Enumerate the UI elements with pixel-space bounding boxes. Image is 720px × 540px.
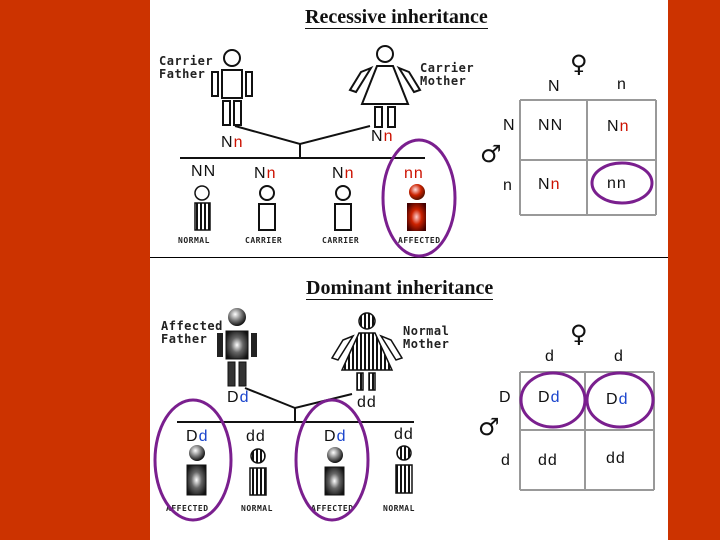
mother-label-line1: Carrier [420,61,475,75]
punnett1-male-header-1: N [503,117,516,134]
recessive-pedigree-lines [180,125,425,159]
dom-child3-genotype: Dd [324,428,347,445]
child2-status: CARRIER [245,236,283,245]
dominant-child-affected-1 [186,445,207,496]
father-genotype: Nn [221,134,244,151]
recessive-title: Recessive inheritance [305,6,488,29]
dom-child1-status: AFFECTED [166,504,209,513]
punnett1-cell-2-1: Nn [538,176,561,193]
punnett2-male-header-1: D [499,389,512,406]
punnett2-cell-1-2: Dd [606,391,629,408]
dom-father-genotype: Dd [227,389,250,406]
punnett1-cell-1-2: Nn [607,118,630,135]
dom-mother-label-line2: Mother [403,337,450,351]
punnett1-female-header-1: N [548,78,561,95]
dominant-title: Dominant inheritance [306,277,494,300]
child3-genotype: Nn [332,165,355,182]
child2-genotype: Nn [254,165,277,182]
dom-father-label-line1: Affected [161,319,223,333]
section-divider [150,257,668,258]
male-symbol-2: ♂ [478,413,500,441]
affected-father-figure [217,308,257,387]
normal-mother-figure [330,312,404,391]
child4-status: AFFECTED [398,236,441,245]
recessive-child-normal [194,185,211,231]
affected-highlight-punnett-1 [590,161,654,205]
punnett2-cell-1-1: Dd [538,389,561,406]
father-label-line1: Carrier [159,54,214,68]
affected-highlight-dominant-1 [153,398,233,522]
punnett2-cell-2-1: dd [538,452,558,469]
dom-child4-status: NORMAL [383,504,415,513]
recessive-child-carrier-2 [334,185,352,231]
child4-genotype: nn [404,165,424,182]
punnett2-male-header-2: d [501,452,511,469]
affected-highlight-recessive [381,138,457,258]
affected-highlight-dominant-2 [294,398,370,522]
dom-child2-genotype: dd [246,428,266,445]
dom-child2-status: NORMAL [241,504,273,513]
punnett1-male-header-2: n [503,177,513,194]
punnett1-female-header-2: n [617,76,627,93]
female-symbol-2: ♀ [570,320,588,348]
carrier-father-figure [211,49,253,126]
carrier-mother-figure [348,45,422,128]
female-symbol-1: ♀ [570,50,588,78]
recessive-child-affected [407,184,426,231]
child1-genotype: NN [191,163,217,180]
affected-highlight-punnett-2 [519,371,587,429]
mother-label-line2: Mother [420,74,467,88]
male-symbol-1: ♂ [480,140,502,168]
dom-mother-genotype: dd [357,394,377,411]
punnett1-cell-2-2: nn [607,175,627,192]
punnett-grid-recessive [519,99,657,216]
dom-mother-label-line1: Normal [403,324,450,338]
punnett2-female-header-1: d [545,348,555,365]
punnett-grid-dominant [519,371,655,491]
dom-child3-status: AFFECTED [311,504,354,513]
recessive-child-carrier-1 [258,185,276,231]
dom-father-label-line2: Father [161,332,208,346]
punnett2-female-header-2: d [614,348,624,365]
dom-child1-genotype: Dd [186,428,209,445]
dom-child4-genotype: dd [394,426,414,443]
father-label-line2: Father [159,67,206,81]
punnett1-cell-1-1: NN [538,117,564,134]
dominant-child-affected-2 [324,447,345,496]
dominant-child-normal-2 [395,445,413,494]
dominant-child-normal-1 [249,448,267,496]
child1-status: NORMAL [178,236,210,245]
affected-highlight-punnett-3 [585,371,655,429]
punnett2-cell-2-2: dd [606,450,626,467]
mother-genotype: Nn [371,128,394,145]
dominant-pedigree-lines [177,387,414,423]
child3-status: CARRIER [322,236,360,245]
